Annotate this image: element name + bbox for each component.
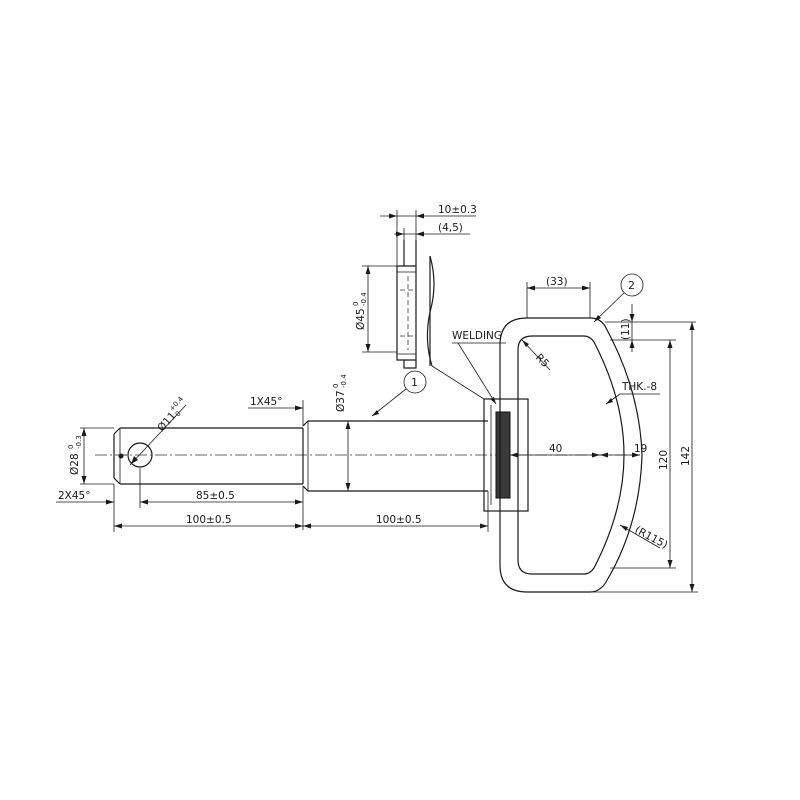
dim-handle-ref-11: (11) [605,304,696,352]
pin-dia-28-label: Ø28 [69,453,81,475]
dim-length-100-right: 100±0.5 [303,491,489,532]
handle-len-19-label: 19 [634,443,647,455]
dim-pin-dia-28: Ø28 0 -0.3 [67,427,114,485]
dim-handle-len-19: 19 [600,443,647,458]
boss-detail [396,240,485,400]
welding-label: WELDING [452,330,502,342]
hole-dia-11-tol-lo: 0 [174,410,183,419]
length-85-label: 85±0.5 [196,490,235,502]
length-100-right-label: 100±0.5 [376,514,422,526]
dim-shaft-dia-37: Ø37 0 -0.4 [332,374,351,491]
dim-boss-width-10: 10±0.3 [380,204,477,266]
pin-outline [113,420,488,492]
shaft-dia-37-label: Ø37 [335,390,347,412]
shaft-dia-37-tol-up: 0 [332,384,340,388]
handle-loop [499,317,643,593]
dim-length-100-left: 100±0.5 [113,510,303,532]
balloon-part-2: 2 [593,273,644,323]
boss-dia-45-label: Ø45 [355,308,367,330]
balloon-part-2-label: 2 [628,279,635,292]
dim-handle-height-120: 120 [610,340,676,569]
dim-hole-dia-11: Ø11 +0.4 0 [129,395,187,466]
dim-handle-radius-5: R5 [521,339,551,371]
welding-note: WELDING [452,330,506,405]
handle-height-120-label: 120 [658,450,670,470]
dim-boss-ref-4-5: (4,5) [394,222,470,240]
chamfer-large-label: 1X45° [250,396,282,408]
dim-handle-height-142: 142 [590,322,698,593]
handle-len-40-label: 40 [549,443,562,455]
pin-dia-28-tol-lo: -0.3 [75,435,83,449]
dim-handle-len-40: 40 [510,443,600,458]
handle-ref-11-label: (11) [620,318,632,340]
boss-dia-45-tol-lo: -0.4 [360,292,368,306]
handle-height-142-label: 142 [680,446,692,466]
shaft-dia-37-tol-lo: -0.4 [340,374,348,388]
balloon-part-1: 1 [371,370,427,417]
dim-length-85: 85±0.5 [139,468,304,530]
boss-width-10-label: 10±0.3 [438,204,477,216]
chamfer-small-label: 2X45° [58,490,90,502]
boss-ref-4-5-label: (4,5) [438,222,463,234]
balloon-part-1-label: 1 [411,376,418,389]
pin-dia-28-tol-up: 0 [67,445,75,449]
handle-radius-115-label: (R115) [633,524,670,551]
boss-dia-45-tol-up: 0 [352,302,360,306]
thickness-note: THK.-8 [605,381,660,405]
dim-chamfer-large: 1X45° [248,396,304,426]
thickness-label: THK.-8 [621,381,657,393]
dim-chamfer-small: 2X45° [56,484,115,510]
dim-handle-ref-33: (33) [526,276,591,318]
dim-boss-dia-45: Ø45 0 -0.4 [352,265,397,353]
handle-ref-33-label: (33) [546,276,568,288]
length-100-left-label: 100±0.5 [186,514,232,526]
